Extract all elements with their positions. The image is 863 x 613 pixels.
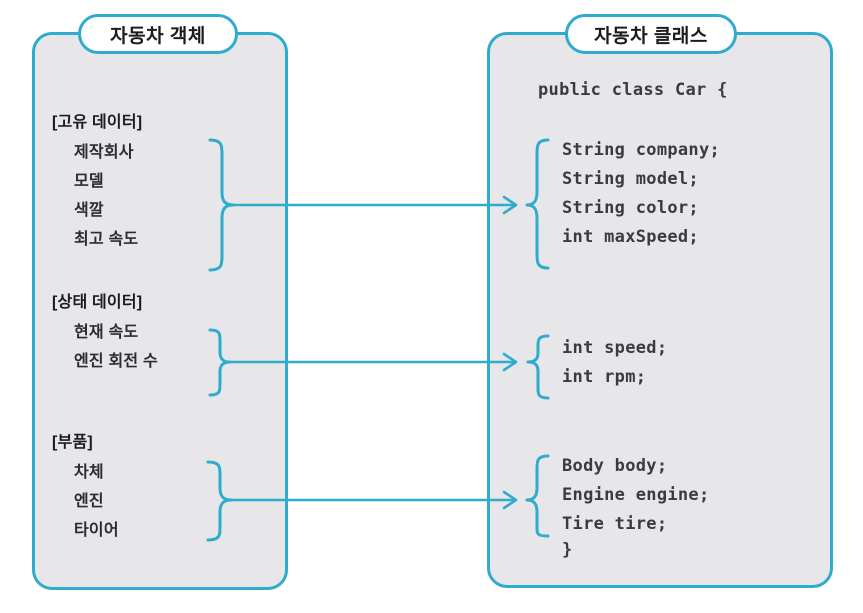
group-parts: [부품] 차체 엔진 타이어 <box>52 428 119 545</box>
code-line-string-color: String color; <box>562 198 699 218</box>
code-block-part-fields: Body body; Engine engine; Tire tire; <box>562 452 710 539</box>
group-unique-item-color: 색깔 <box>74 202 104 219</box>
code-block-unique-fields: String company; String model; String col… <box>562 136 720 252</box>
code-block-state-fields: int speed; int rpm; <box>562 334 667 392</box>
group-state-item-rpm: 엔진 회전 수 <box>74 353 158 370</box>
class-close-brace-line: } <box>562 540 573 560</box>
group-unique-header: [고유 데이터] <box>52 114 143 131</box>
code-line-engine-engine: Engine engine; <box>562 485 710 505</box>
group-parts-header: [부품] <box>52 434 93 451</box>
class-panel-title: 자동차 클래스 <box>594 25 708 47</box>
code-line-tire-tire: Tire tire; <box>562 514 668 534</box>
object-panel <box>32 32 288 590</box>
group-state-header: [상태 데이터] <box>52 294 143 311</box>
object-panel-title: 자동차 객체 <box>110 25 206 47</box>
code-line-body-body: Body body; <box>562 456 668 476</box>
code-line-int-rpm: int rpm; <box>562 367 647 387</box>
code-line-string-model: String model; <box>562 169 699 189</box>
group-unique-data: [고유 데이터] 제작회사 모델 색깔 최고 속도 <box>52 108 142 254</box>
class-declaration-line: public class Car { <box>538 80 728 100</box>
code-line-int-maxspeed: int maxSpeed; <box>562 227 699 247</box>
object-panel-title-pill: 자동차 객체 <box>78 14 238 54</box>
group-state-data: [상태 데이터] 현재 속도 엔진 회전 수 <box>52 288 158 376</box>
group-parts-item-tire: 타이어 <box>74 522 119 539</box>
group-unique-item-company: 제작회사 <box>74 144 134 161</box>
code-line-string-company: String company; <box>562 140 721 160</box>
group-parts-item-body: 차체 <box>74 464 104 481</box>
class-panel-title-pill: 자동차 클래스 <box>565 14 737 54</box>
group-parts-item-engine: 엔진 <box>74 493 104 510</box>
group-unique-item-maxspeed: 최고 속도 <box>74 231 139 248</box>
group-state-item-speed: 현재 속도 <box>74 324 139 341</box>
group-unique-item-model: 모델 <box>74 173 104 190</box>
code-line-int-speed: int speed; <box>562 338 668 358</box>
